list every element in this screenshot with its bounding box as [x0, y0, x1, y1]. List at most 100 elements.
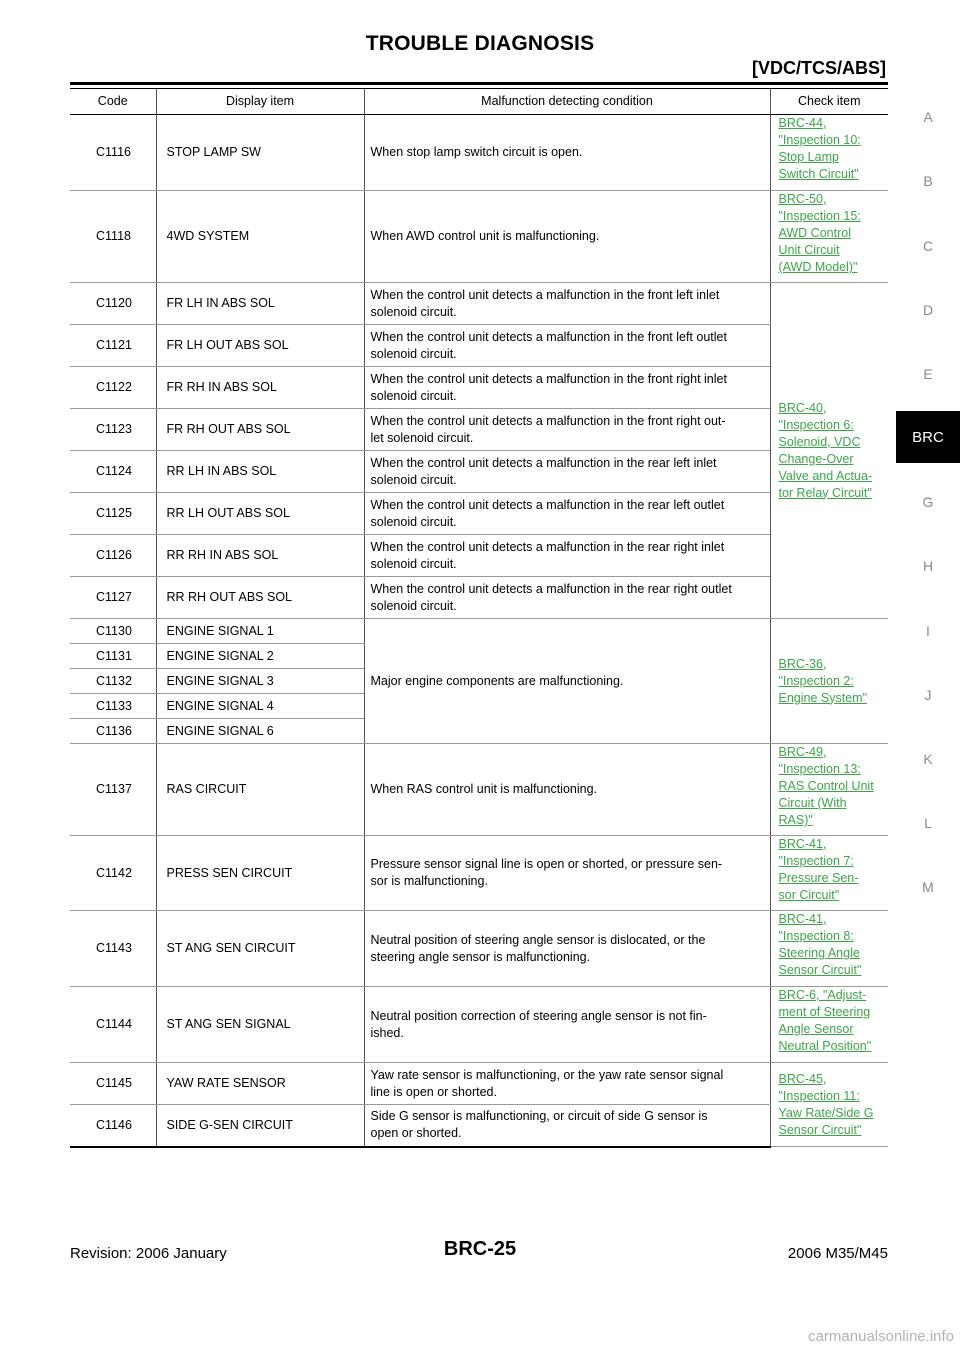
- condition-line: line is open or shorted.: [370, 1084, 497, 1099]
- check-item-link[interactable]: BRC-6, "Adjust- ment of Steering Angle S…: [769, 986, 888, 1063]
- table-row: C1136 ENGINE SIGNAL 6: [70, 718, 888, 744]
- link-line[interactable]: Valve and Actua-: [778, 468, 873, 483]
- condition-cell: Major engine components are malfunctioni…: [363, 618, 771, 744]
- index-letter-d[interactable]: D: [922, 302, 934, 318]
- link-line[interactable]: "Inspection 8:: [778, 929, 854, 943]
- link-line[interactable]: BRC-49,: [778, 745, 827, 759]
- table-row: C1144 ST ANG SEN SIGNAL Neutral position…: [70, 986, 888, 1063]
- check-item-link[interactable]: BRC-44, "Inspection 10: Stop Lamp Switch…: [769, 114, 888, 191]
- index-letter-k[interactable]: K: [923, 751, 933, 767]
- link-line[interactable]: Sensor Circuit": [778, 963, 862, 977]
- link-line[interactable]: RAS Control Unit: [778, 779, 874, 793]
- link-line[interactable]: RAS)": [778, 813, 813, 827]
- table-row: C1126 RR RH IN ABS SOL When the control …: [70, 534, 888, 577]
- display-item: 4WD SYSTEM: [155, 190, 365, 283]
- index-letter-i[interactable]: I: [926, 623, 930, 639]
- condition-cell: When AWD control unit is malfunctioning.: [363, 190, 771, 283]
- link-line[interactable]: Stop Lamp: [778, 150, 839, 164]
- condition-cell: When the control unit detects a malfunct…: [363, 534, 770, 577]
- column-header-condition: Malfunction detecting condition: [363, 89, 771, 115]
- dtc-code: C1143: [70, 910, 157, 987]
- display-item: ENGINE SIGNAL 1: [155, 618, 365, 644]
- link-line[interactable]: Switch Circuit": [778, 167, 859, 181]
- index-letter-b[interactable]: B: [923, 173, 933, 189]
- display-item: FR RH IN ABS SOL: [155, 366, 365, 409]
- link-line[interactable]: ment of Steering: [778, 1005, 871, 1019]
- check-item-link[interactable]: BRC-41, "Inspection 8: Steering Angle Se…: [769, 910, 888, 987]
- check-item-link[interactable]: BRC-36, "Inspection 2: Engine System": [769, 618, 888, 744]
- condition-line: When the control unit detects a malfunct…: [370, 497, 725, 512]
- table-row: C1118 4WD SYSTEM When AWD control unit i…: [70, 190, 888, 283]
- index-letter-c[interactable]: C: [922, 238, 934, 254]
- link-line[interactable]: "Inspection 7:: [778, 854, 854, 868]
- dtc-code: C1131: [70, 643, 157, 669]
- table-row: C1121 FR LH OUT ABS SOL When the control…: [70, 324, 888, 367]
- index-letter-e[interactable]: E: [923, 366, 933, 382]
- display-item: ENGINE SIGNAL 4: [155, 693, 364, 719]
- link-line[interactable]: (AWD Model)": [778, 260, 858, 274]
- index-letter-a[interactable]: A: [923, 109, 933, 125]
- column-header-check-item: Check item: [769, 89, 888, 115]
- link-line[interactable]: BRC-41,: [778, 912, 827, 926]
- dtc-code: C1126: [70, 534, 157, 577]
- link-line[interactable]: "Inspection 10:: [778, 133, 861, 147]
- link-line[interactable]: Angle Sensor: [778, 1022, 854, 1036]
- link-line[interactable]: AWD Control: [778, 226, 851, 240]
- condition-cell: When the control unit detects a malfunct…: [363, 366, 770, 409]
- dtc-code: C1136: [70, 718, 157, 744]
- link-line[interactable]: Unit Circuit: [778, 243, 840, 257]
- check-item-link[interactable]: BRC-50, "Inspection 15: AWD Control Unit…: [769, 190, 888, 283]
- check-item-link[interactable]: BRC-41, "Inspection 7: Pressure Sen- sor…: [769, 835, 888, 911]
- link-line[interactable]: Engine System": [778, 690, 868, 705]
- index-letter-l[interactable]: L: [924, 815, 932, 831]
- link-line[interactable]: BRC-36,: [778, 656, 827, 671]
- link-line[interactable]: Yaw Rate/Side G: [778, 1105, 874, 1120]
- link-line[interactable]: BRC-50,: [778, 192, 827, 206]
- dtc-code: C1132: [70, 668, 157, 694]
- dtc-code: C1124: [70, 450, 157, 493]
- condition-line: When the control unit detects a malfunct…: [370, 539, 725, 554]
- header-divider: [70, 82, 888, 85]
- check-item-link[interactable]: BRC-49, "Inspection 13: RAS Control Unit…: [769, 743, 888, 836]
- condition-line: Neutral position correction of steering …: [370, 1008, 707, 1023]
- dtc-code: C1122: [70, 366, 157, 409]
- link-line[interactable]: Steering Angle: [778, 946, 860, 960]
- link-line[interactable]: sor Circuit": [778, 888, 840, 902]
- link-line[interactable]: Change-Over: [778, 451, 854, 466]
- index-letter-g[interactable]: G: [922, 494, 934, 510]
- condition-line: When the control unit detects a malfunct…: [370, 287, 720, 302]
- link-line[interactable]: BRC-41,: [778, 837, 827, 851]
- dtc-code: C1146: [70, 1104, 157, 1148]
- link-line[interactable]: Pressure Sen-: [778, 871, 859, 885]
- link-line[interactable]: "Inspection 2:: [778, 673, 854, 688]
- link-line[interactable]: Sensor Circuit": [778, 1122, 862, 1137]
- link-line[interactable]: "Inspection 15:: [778, 209, 861, 223]
- condition-line: When the control unit detects a malfunct…: [370, 371, 727, 386]
- check-item-link[interactable]: BRC-40, "Inspection 6: Solenoid, VDC Cha…: [769, 282, 888, 619]
- link-line[interactable]: "Inspection 13:: [778, 762, 861, 776]
- index-letter-m[interactable]: M: [922, 879, 934, 895]
- link-line[interactable]: BRC-6, "Adjust-: [778, 988, 867, 1002]
- index-tab-brc-active[interactable]: BRC: [896, 411, 960, 463]
- link-line[interactable]: BRC-40,: [778, 400, 827, 415]
- index-letter-j[interactable]: J: [924, 687, 932, 703]
- condition-line: solenoid circuit.: [370, 346, 457, 361]
- table-row: C1116 STOP LAMP SW When stop lamp switch…: [70, 114, 888, 191]
- condition-line: let solenoid circuit.: [370, 430, 474, 445]
- condition-line: solenoid circuit.: [370, 304, 457, 319]
- link-line[interactable]: Circuit (With: [778, 796, 847, 810]
- link-line[interactable]: Neutral Position": [778, 1039, 872, 1053]
- link-line[interactable]: tor Relay Circuit": [778, 485, 872, 500]
- index-letter-h[interactable]: H: [922, 558, 934, 574]
- dtc-code: C1125: [70, 492, 157, 535]
- link-line[interactable]: "Inspection 11:: [778, 1088, 860, 1103]
- link-line[interactable]: BRC-44,: [778, 116, 827, 130]
- check-item-link[interactable]: BRC-45, "Inspection 11: Yaw Rate/Side G …: [769, 1062, 888, 1147]
- column-header-display-item: Display item: [155, 89, 365, 115]
- dtc-code: C1145: [70, 1062, 157, 1105]
- link-line[interactable]: "Inspection 6:: [778, 417, 854, 432]
- link-line[interactable]: BRC-45,: [778, 1071, 827, 1086]
- condition-line: solenoid circuit.: [370, 514, 457, 529]
- link-line[interactable]: Solenoid, VDC: [778, 434, 861, 449]
- dtc-code: C1123: [70, 408, 157, 451]
